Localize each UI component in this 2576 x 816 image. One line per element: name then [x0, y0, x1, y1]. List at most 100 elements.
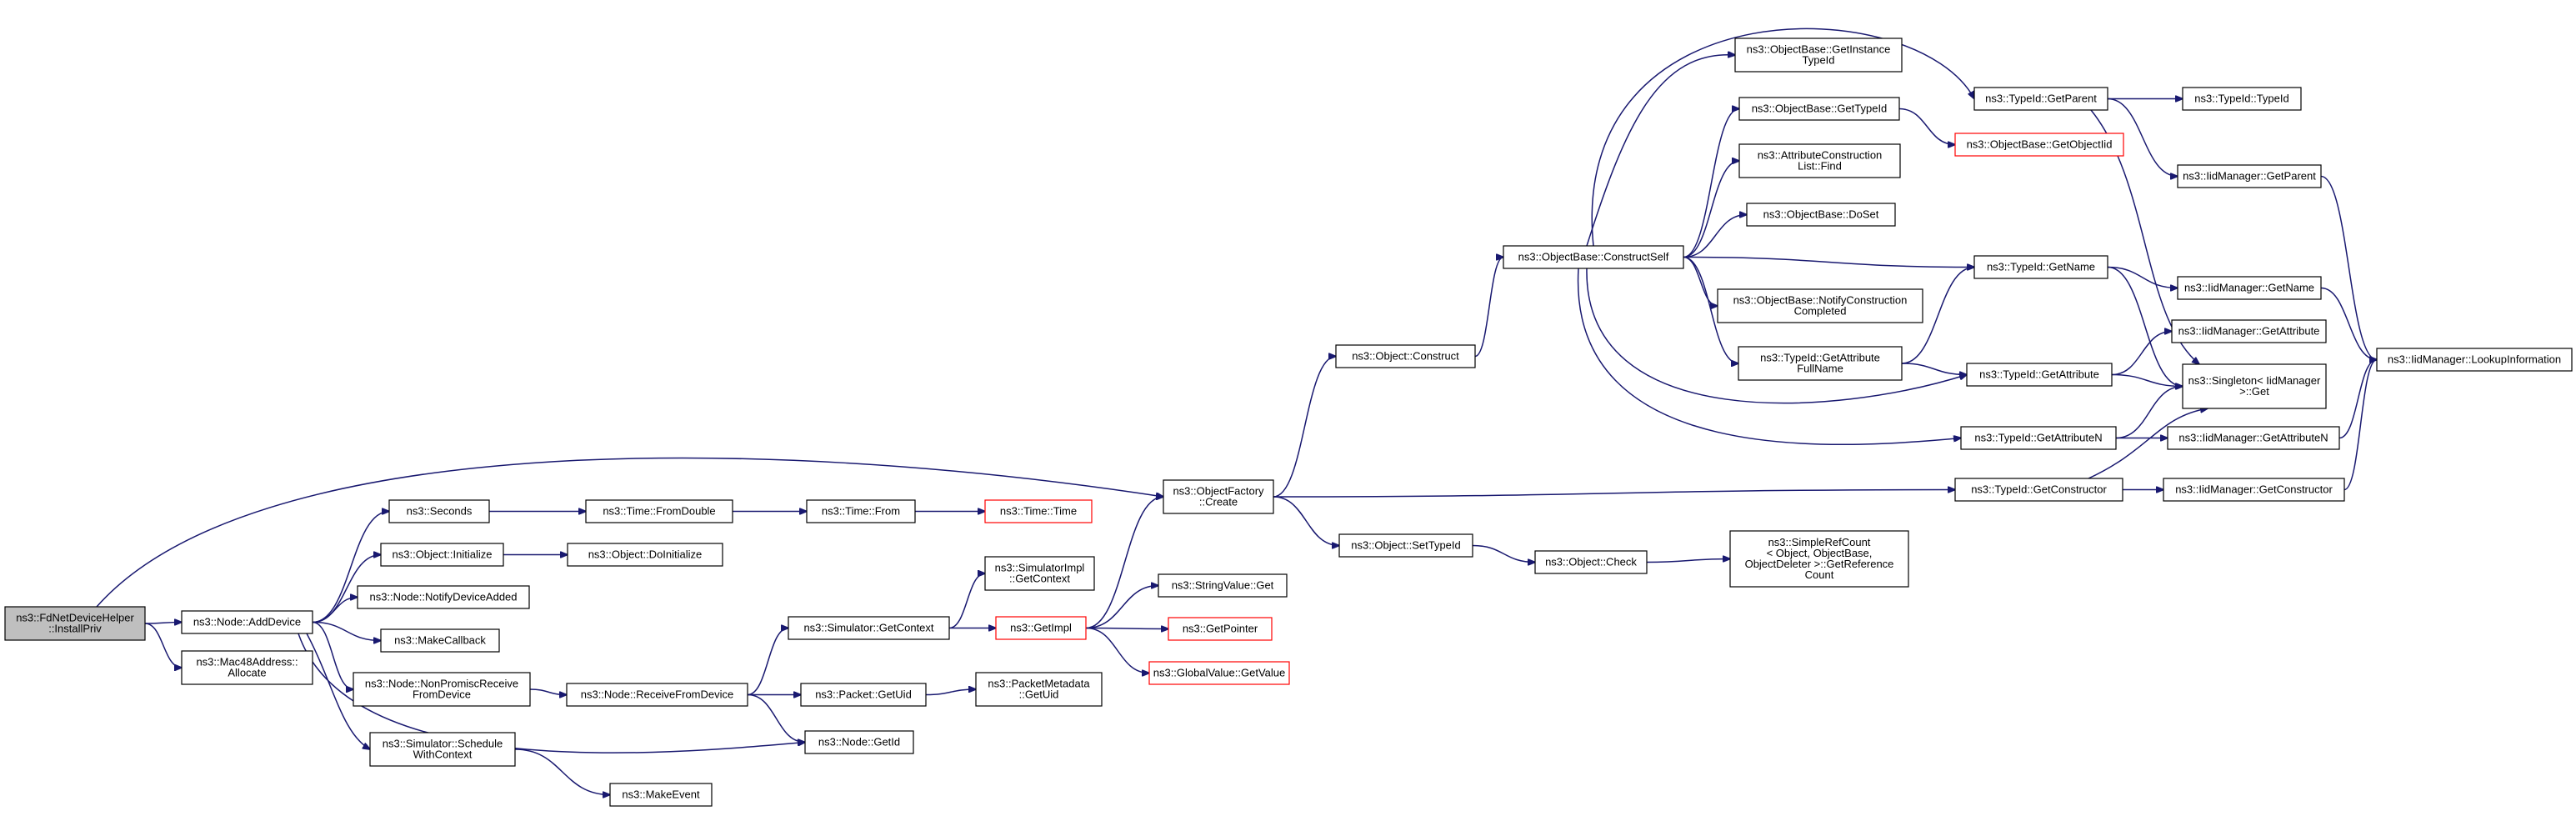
node-box[interactable]: [353, 672, 531, 707]
node-recvFromDev[interactable]: ns3::Node::ReceiveFromDevice: [566, 683, 748, 707]
node-objSetTid[interactable]: ns3::Object::SetTypeId: [1338, 533, 1473, 558]
node-box[interactable]: [566, 683, 748, 707]
node-notifyDev[interactable]: ns3::Node::NotifyDeviceAdded: [357, 585, 530, 609]
node-box[interactable]: [1738, 346, 1903, 381]
node-box[interactable]: [1158, 573, 1288, 598]
node-box[interactable]: [1966, 363, 2113, 387]
node-box[interactable]: [2376, 348, 2573, 372]
node-box[interactable]: [2171, 319, 2327, 343]
node-constructSelf[interactable]: ns3::ObjectBase::ConstructSelf: [1503, 245, 1684, 269]
node-box[interactable]: [2182, 87, 2302, 111]
node-box[interactable]: [380, 628, 500, 653]
node-notifyConstr[interactable]: ns3::ObjectBase::NotifyConstructionCompl…: [1717, 288, 1923, 323]
node-obGetTid[interactable]: ns3::ObjectBase::GetTypeId: [1738, 97, 1900, 121]
node-box[interactable]: [1338, 533, 1473, 558]
node-allocate[interactable]: ns3::Mac48Address::Allocate: [181, 650, 313, 685]
node-box[interactable]: [585, 499, 733, 523]
node-doSet[interactable]: ns3::ObjectBase::DoSet: [1746, 203, 1896, 227]
node-box[interactable]: [984, 499, 1093, 523]
node-box[interactable]: [1973, 87, 2108, 111]
node-fromDouble[interactable]: ns3::Time::FromDouble: [585, 499, 733, 523]
node-tidGetName[interactable]: ns3::TypeId::GetName: [1973, 255, 2108, 279]
node-box[interactable]: [1503, 245, 1684, 269]
node-box[interactable]: [1163, 479, 1274, 514]
node-box[interactable]: [788, 616, 950, 640]
node-objInit[interactable]: ns3::Object::Initialize: [380, 543, 504, 567]
node-objConstruct[interactable]: ns3::Object::Construct: [1335, 344, 1476, 368]
node-singleton[interactable]: ns3::Singleton< IidManager>::Get: [2182, 363, 2327, 409]
node-doInit[interactable]: ns3::Object::DoInitialize: [567, 543, 723, 567]
node-box[interactable]: [2177, 276, 2322, 300]
node-box[interactable]: [380, 543, 504, 567]
node-objCheck[interactable]: ns3::Object::Check: [1534, 550, 1648, 574]
node-simImplGetCtx[interactable]: ns3::SimulatorImpl::GetContext: [984, 556, 1095, 591]
node-box[interactable]: [181, 650, 313, 685]
node-pktGetUid[interactable]: ns3::Packet::GetUid: [800, 683, 927, 707]
node-getPointer[interactable]: ns3::GetPointer: [1168, 617, 1273, 641]
node-iidGetName[interactable]: ns3::IidManager::GetName: [2177, 276, 2322, 300]
node-box[interactable]: [4, 606, 146, 641]
node-box[interactable]: [1954, 133, 2124, 157]
node-box[interactable]: [369, 732, 516, 767]
node-iidGetCtor[interactable]: ns3::IidManager::GetConstructor: [2163, 478, 2345, 502]
node-box[interactable]: [1738, 97, 1900, 121]
node-box[interactable]: [2163, 478, 2345, 502]
node-tidGetAttrN[interactable]: ns3::TypeId::GetAttributeN: [1960, 426, 2117, 450]
node-box[interactable]: [1335, 344, 1476, 368]
node-iidGetAttrN[interactable]: ns3::IidManager::GetAttributeN: [2167, 426, 2340, 450]
node-getImpl[interactable]: ns3::GetImpl: [995, 616, 1087, 640]
node-simpleRef[interactable]: ns3::SimpleRefCount< Object, ObjectBase,…: [1729, 530, 1909, 588]
node-box[interactable]: [181, 610, 313, 634]
node-strGet[interactable]: ns3::StringValue::Get: [1158, 573, 1288, 598]
node-box[interactable]: [609, 783, 713, 807]
node-box[interactable]: [1954, 478, 2123, 502]
node-lookup[interactable]: ns3::IidManager::LookupInformation: [2376, 348, 2573, 372]
node-box[interactable]: [1148, 661, 1290, 685]
node-seconds[interactable]: ns3::Seconds: [388, 499, 490, 523]
node-box[interactable]: [995, 616, 1087, 640]
node-box[interactable]: [2167, 426, 2340, 450]
node-box[interactable]: [1534, 550, 1648, 574]
node-box[interactable]: [804, 730, 914, 754]
node-box[interactable]: [1717, 288, 1923, 323]
node-gvGetValue[interactable]: ns3::GlobalValue::GetValue: [1148, 661, 1290, 685]
node-box[interactable]: [806, 499, 916, 523]
node-box[interactable]: [1738, 143, 1901, 178]
node-box[interactable]: [1973, 255, 2108, 279]
node-box[interactable]: [1729, 530, 1909, 588]
node-box[interactable]: [2177, 164, 2322, 188]
node-getObjectIid[interactable]: ns3::ObjectBase::GetObjectIid: [1954, 133, 2124, 157]
node-simGetCtx[interactable]: ns3::Simulator::GetContext: [788, 616, 950, 640]
node-ofCreate[interactable]: ns3::ObjectFactory::Create: [1163, 479, 1274, 514]
node-root[interactable]: ns3::FdNetDeviceHelper::InstallPriv: [4, 606, 146, 641]
node-tidTid[interactable]: ns3::TypeId::TypeId: [2182, 87, 2302, 111]
node-pmGetUid[interactable]: ns3::PacketMetadata::GetUid: [975, 672, 1103, 707]
node-nodeGetId[interactable]: ns3::Node::GetId: [804, 730, 914, 754]
node-timeFrom[interactable]: ns3::Time::From: [806, 499, 916, 523]
node-iidGetAttr[interactable]: ns3::IidManager::GetAttribute: [2171, 319, 2327, 343]
node-box[interactable]: [567, 543, 723, 567]
node-tidGetAttr[interactable]: ns3::TypeId::GetAttribute: [1966, 363, 2113, 387]
node-makeEvent[interactable]: ns3::MakeEvent: [609, 783, 713, 807]
node-box[interactable]: [1746, 203, 1896, 227]
node-box[interactable]: [2182, 363, 2327, 409]
node-box[interactable]: [1168, 617, 1273, 641]
node-box[interactable]: [388, 499, 490, 523]
node-box[interactable]: [975, 672, 1103, 707]
node-addDevice[interactable]: ns3::Node::AddDevice: [181, 610, 313, 634]
node-timeTime[interactable]: ns3::Time::Time: [984, 499, 1093, 523]
node-box[interactable]: [1734, 38, 1903, 73]
node-makeCb[interactable]: ns3::MakeCallback: [380, 628, 500, 653]
node-iidGetParent[interactable]: ns3::IidManager::GetParent: [2177, 164, 2322, 188]
node-box[interactable]: [984, 556, 1095, 591]
node-box[interactable]: [800, 683, 927, 707]
node-box[interactable]: [357, 585, 530, 609]
node-box[interactable]: [1960, 426, 2117, 450]
node-tidGetCtor[interactable]: ns3::TypeId::GetConstructor: [1954, 478, 2123, 502]
node-tidGetParent[interactable]: ns3::TypeId::GetParent: [1973, 87, 2108, 111]
